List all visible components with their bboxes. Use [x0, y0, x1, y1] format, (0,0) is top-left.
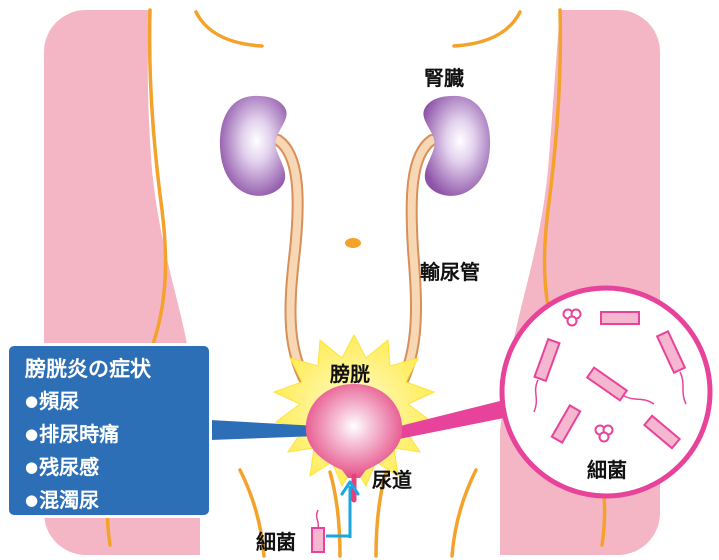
symptom-item: 頻尿 — [25, 386, 209, 419]
symptom-item: 残尿感 — [25, 452, 209, 485]
symptom-item: 排尿時痛 — [25, 419, 209, 452]
symptom-list: 頻尿 排尿時痛 残尿感 混濁尿 — [25, 386, 209, 518]
bladder-label: 膀胱 — [330, 358, 370, 387]
navel — [345, 238, 361, 248]
bacterium — [601, 312, 639, 324]
kidney-label: 腎臓 — [424, 62, 464, 91]
bacteria-entry-label: 細菌 — [256, 526, 296, 555]
urethra-label: 尿道 — [372, 464, 412, 493]
symptom-box: 膀胱炎の症状 頻尿 排尿時痛 残尿感 混濁尿 — [6, 343, 212, 518]
ureter-label: 輸尿管 — [420, 256, 480, 285]
symptom-title: 膀胱炎の症状 — [25, 354, 209, 384]
symptom-item: 混濁尿 — [25, 485, 209, 518]
bacteria-magnified-label: 細菌 — [587, 454, 627, 483]
